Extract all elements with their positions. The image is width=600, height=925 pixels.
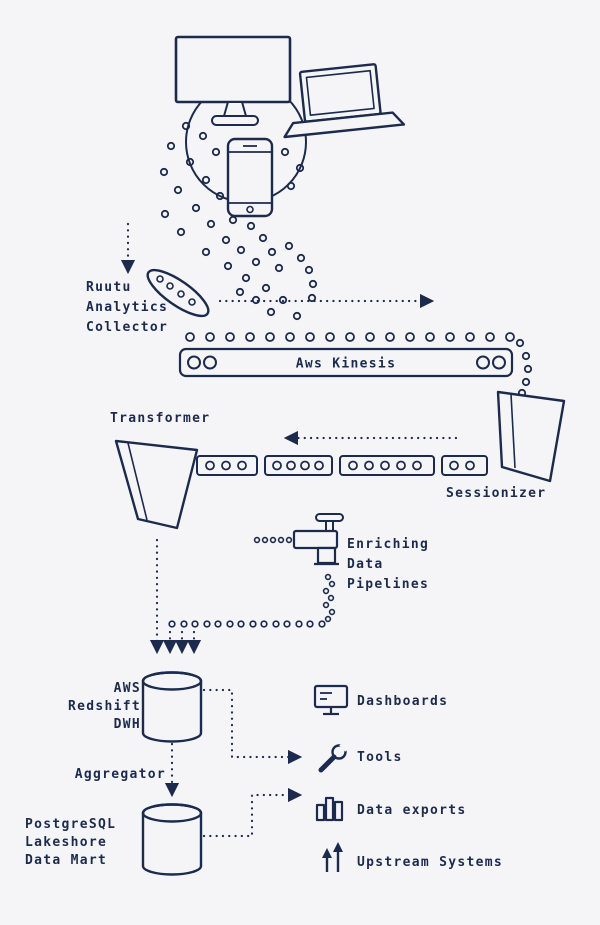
datamart-label-line1: PostgreSQL (25, 817, 116, 832)
datamart-to-outputs-connector (202, 787, 303, 838)
sessionizer-label: Sessionizer (446, 486, 546, 501)
transformer-label: Transformer (110, 411, 210, 426)
output-label: Data exports (357, 803, 467, 818)
desktop-computer-icon (174, 35, 292, 126)
sessionizer-hopper-icon (496, 390, 566, 483)
up-arrows-icon (322, 842, 343, 872)
enrich-flow-dots (168, 620, 326, 628)
output-row-dashboards: Dashboards (313, 684, 448, 716)
faucet-input-dots (253, 536, 293, 544)
datamart-label-line3: Data Mart (25, 853, 107, 868)
output-row-tools: Tools (318, 739, 403, 773)
output-label: Dashboards (357, 694, 448, 709)
kinesis-inflow-dots (185, 332, 515, 342)
session-conveyor-segments (196, 455, 488, 476)
enriching-label-line2: Data (347, 557, 384, 572)
redshift-label-line2: Redshift (68, 699, 141, 714)
laptop-icon (283, 63, 406, 139)
event-dots (159, 121, 318, 321)
output-label: Tools (357, 750, 403, 765)
funnel-collector-icon (146, 268, 210, 318)
aggregator-label: Aggregator (75, 767, 166, 782)
sessionizer-inflow-dots (515, 338, 533, 398)
faucet-icon (253, 513, 344, 566)
output-label: Upstream Systems (357, 855, 503, 870)
enrich-drip-dots (322, 573, 336, 623)
redshift-label-line1: AWS (114, 681, 141, 696)
datamart-database-icon (141, 803, 203, 876)
datamart-label-line2: Lakeshore (25, 835, 107, 850)
kinesis-label: Aws Kinesis (296, 357, 396, 372)
enriching-label-line3: Pipelines (347, 577, 429, 592)
output-row-upstream-systems: Upstream Systems (322, 842, 503, 872)
collector-label-line1: Ruutu (86, 280, 132, 295)
redshift-to-outputs-connector (202, 688, 303, 765)
redshift-label-line3: DWH (114, 717, 141, 732)
wrench-icon (318, 739, 352, 773)
bar-chart-icon (315, 796, 344, 822)
output-row-data-exports: Data exports (315, 796, 467, 822)
redshift-database-icon (141, 671, 203, 743)
transformer-hopper-icon (114, 439, 199, 530)
enriching-label-line1: Enriching (347, 537, 429, 552)
smartphone-icon (226, 137, 274, 218)
conveyor-belt-icon: Aws Kinesis (178, 347, 514, 378)
collector-label-line3: Collector (86, 320, 168, 335)
collector-label-line2: Analytics (86, 300, 168, 315)
monitor-icon (313, 684, 349, 716)
